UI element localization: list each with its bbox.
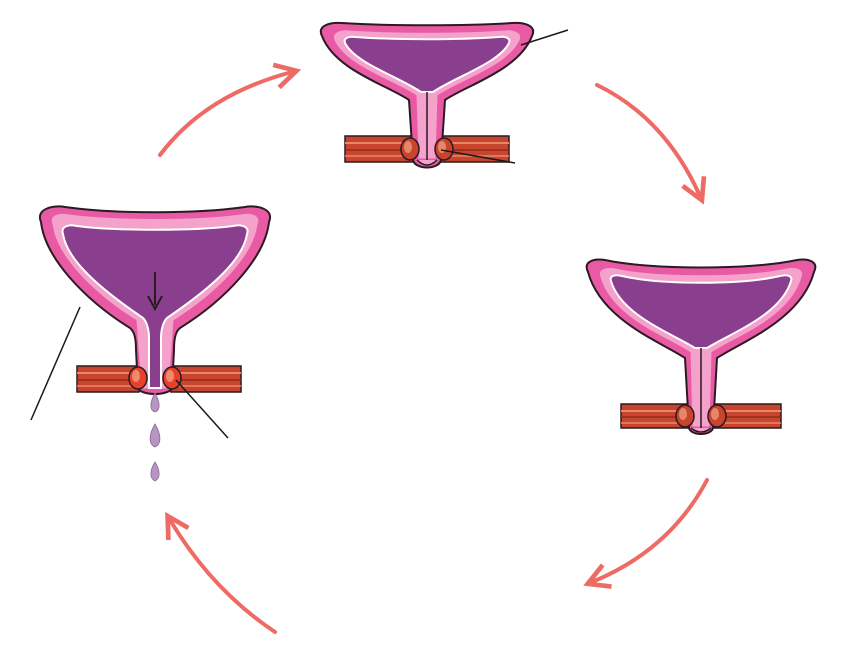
cycle-arrows bbox=[158, 72, 709, 634]
bladder-top bbox=[319, 21, 535, 169]
sphincter-ring-left bbox=[128, 366, 148, 390]
sphincter-ring-right bbox=[434, 137, 454, 161]
bladder-lumen bbox=[343, 35, 511, 93]
cycle-arrow-bottom-to-left bbox=[170, 520, 277, 634]
urine-drop bbox=[150, 392, 160, 413]
sphincter-ring-right bbox=[162, 366, 182, 390]
urine-drop bbox=[150, 461, 160, 482]
bladder-right bbox=[585, 258, 817, 435]
urethra-opening bbox=[416, 159, 438, 166]
leader-line-left-sphincter bbox=[175, 379, 229, 439]
bladder-lumen bbox=[609, 274, 793, 349]
cycle-arrow-right-to-bottom bbox=[592, 478, 709, 582]
leader-line-left-bladder-wall bbox=[30, 306, 81, 421]
cycle-arrow-top-to-right bbox=[595, 83, 700, 196]
contraction-arrow bbox=[147, 272, 163, 312]
leader-line-top-sphincter bbox=[440, 149, 516, 164]
sphincter-ring-left bbox=[400, 137, 420, 161]
sphincter-muscle-right bbox=[170, 365, 242, 393]
sphincter-ring-right bbox=[707, 404, 727, 428]
urethra-opening bbox=[690, 427, 712, 433]
bladder-left bbox=[38, 205, 272, 482]
sphincter-ring-left bbox=[675, 404, 695, 428]
urine-drops bbox=[149, 392, 161, 482]
bladder-lumen bbox=[61, 224, 249, 389]
leader-lines bbox=[30, 29, 569, 439]
cycle-arrow-left-to-top bbox=[158, 72, 292, 157]
leader-line-top-bladder-wall bbox=[520, 29, 569, 46]
urine-drop bbox=[149, 423, 161, 448]
